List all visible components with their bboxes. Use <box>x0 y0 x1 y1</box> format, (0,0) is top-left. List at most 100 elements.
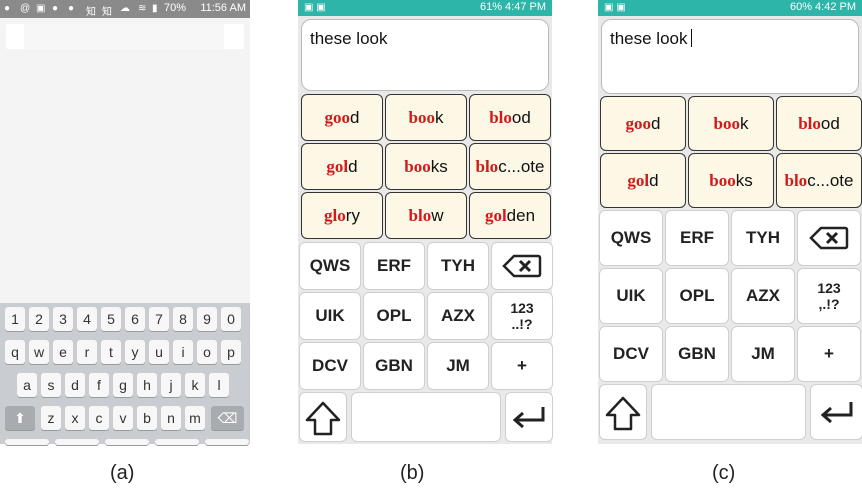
shift-key[interactable]: ⬆ <box>5 406 35 430</box>
key-opl[interactable]: OPL <box>363 292 425 340</box>
key-r[interactable]: r <box>77 340 97 364</box>
key-qws[interactable]: QWS <box>599 210 663 266</box>
suggestion-glory[interactable]: glory <box>301 192 383 239</box>
space-key[interactable] <box>651 384 806 440</box>
key-n[interactable]: n <box>161 406 181 430</box>
suggestion-prefix: blo <box>798 114 821 133</box>
key-partial[interactable] <box>105 439 149 445</box>
key-y[interactable]: y <box>125 340 145 364</box>
key-h[interactable]: h <box>137 373 157 397</box>
key-partial[interactable] <box>5 439 49 445</box>
key-u[interactable]: u <box>149 340 169 364</box>
key-gbn[interactable]: GBN <box>665 326 729 382</box>
suggestion-gold[interactable]: gold <box>600 153 686 208</box>
key-dcv[interactable]: DCV <box>299 342 361 390</box>
suggestion-blood[interactable]: blood <box>469 94 551 141</box>
suggestion-book[interactable]: book <box>385 94 467 141</box>
key-b[interactable]: b <box>137 406 157 430</box>
enter-key[interactable] <box>810 384 862 440</box>
key-partial[interactable] <box>205 439 249 445</box>
key-erf[interactable]: ERF <box>665 210 729 266</box>
key-0[interactable]: 0 <box>221 307 241 331</box>
key-plus[interactable]: + <box>491 342 553 390</box>
suggestion-books[interactable]: books <box>688 153 774 208</box>
status-bar: ▣ ▣ 60% 4:42 PM <box>598 0 862 16</box>
key-i[interactable]: i <box>173 340 193 364</box>
text-input[interactable] <box>6 24 244 49</box>
suggestion-blocote[interactable]: bloc...ote <box>469 143 551 190</box>
symbols-key[interactable]: 123,.!? <box>797 268 861 324</box>
suggestion-prefix: blo <box>475 157 499 176</box>
key-p[interactable]: p <box>221 340 241 364</box>
key-a[interactable]: a <box>17 373 37 397</box>
key-azx[interactable]: AZX <box>731 268 795 324</box>
key-6[interactable]: 6 <box>125 307 145 331</box>
key-g[interactable]: g <box>113 373 133 397</box>
suggestion-prefix: boo <box>404 157 431 176</box>
backspace-key[interactable] <box>491 242 553 290</box>
key-opl[interactable]: OPL <box>665 268 729 324</box>
key-uik[interactable]: UIK <box>299 292 361 340</box>
suggestion-prefix: boo <box>713 114 740 133</box>
key-9[interactable]: 9 <box>197 307 217 331</box>
suggestion-suffix: od <box>511 108 531 127</box>
key-k[interactable]: k <box>185 373 205 397</box>
key-3[interactable]: 3 <box>53 307 73 331</box>
suggestion-book[interactable]: book <box>688 96 774 151</box>
suggestion-blow[interactable]: blow <box>385 192 467 239</box>
key-uik[interactable]: UIK <box>599 268 663 324</box>
text-area[interactable]: these look <box>301 19 549 91</box>
key-gbn[interactable]: GBN <box>363 342 425 390</box>
key-jm[interactable]: JM <box>427 342 489 390</box>
photos-icon: ● <box>52 3 59 14</box>
key-v[interactable]: v <box>113 406 133 430</box>
key-w[interactable]: w <box>29 340 49 364</box>
key-partial[interactable] <box>55 439 99 445</box>
symbols-key[interactable]: 123..!? <box>491 292 553 340</box>
key-f[interactable]: f <box>89 373 109 397</box>
key-5[interactable]: 5 <box>101 307 121 331</box>
suggestion-blocote[interactable]: bloc...ote <box>776 153 862 208</box>
suggestion-good[interactable]: good <box>600 96 686 151</box>
key-2[interactable]: 2 <box>29 307 49 331</box>
key-azx[interactable]: AZX <box>427 292 489 340</box>
key-erf[interactable]: ERF <box>363 242 425 290</box>
key-tyh[interactable]: TYH <box>427 242 489 290</box>
key-c[interactable]: c <box>89 406 109 430</box>
text-area[interactable]: these look <box>601 19 859 94</box>
key-x[interactable]: x <box>65 406 85 430</box>
photos-icon: ● <box>4 3 11 14</box>
key-1[interactable]: 1 <box>5 307 25 331</box>
key-e[interactable]: e <box>53 340 73 364</box>
suggestion-good[interactable]: good <box>301 94 383 141</box>
shift-key[interactable] <box>299 392 347 442</box>
suggestion-golden[interactable]: golden <box>469 192 551 239</box>
suggestion-books[interactable]: books <box>385 143 467 190</box>
key-z[interactable]: z <box>41 406 61 430</box>
status-bar: ● @ ▣ ● ● 知 知 ☁ ≋ ▮ 70% 11:56 AM <box>0 0 250 18</box>
suggestion-gold[interactable]: gold <box>301 143 383 190</box>
key-q[interactable]: q <box>5 340 25 364</box>
backspace-key[interactable]: ⌫ <box>211 406 244 430</box>
key-jm[interactable]: JM <box>731 326 795 382</box>
key-7[interactable]: 7 <box>149 307 169 331</box>
key-d[interactable]: d <box>65 373 85 397</box>
key-qws[interactable]: QWS <box>299 242 361 290</box>
key-t[interactable]: t <box>101 340 121 364</box>
key-m[interactable]: m <box>185 406 205 430</box>
backspace-key[interactable] <box>797 210 861 266</box>
space-key[interactable] <box>351 392 501 442</box>
key-o[interactable]: o <box>197 340 217 364</box>
suggestion-blood[interactable]: blood <box>776 96 862 151</box>
key-dcv[interactable]: DCV <box>599 326 663 382</box>
key-partial[interactable] <box>155 439 199 445</box>
shift-key[interactable] <box>599 384 647 440</box>
key-8[interactable]: 8 <box>173 307 193 331</box>
key-j[interactable]: j <box>161 373 181 397</box>
key-l[interactable]: l <box>209 373 229 397</box>
key-s[interactable]: s <box>41 373 61 397</box>
key-tyh[interactable]: TYH <box>731 210 795 266</box>
enter-key[interactable] <box>505 392 553 442</box>
key-4[interactable]: 4 <box>77 307 97 331</box>
key-plus[interactable]: + <box>797 326 861 382</box>
